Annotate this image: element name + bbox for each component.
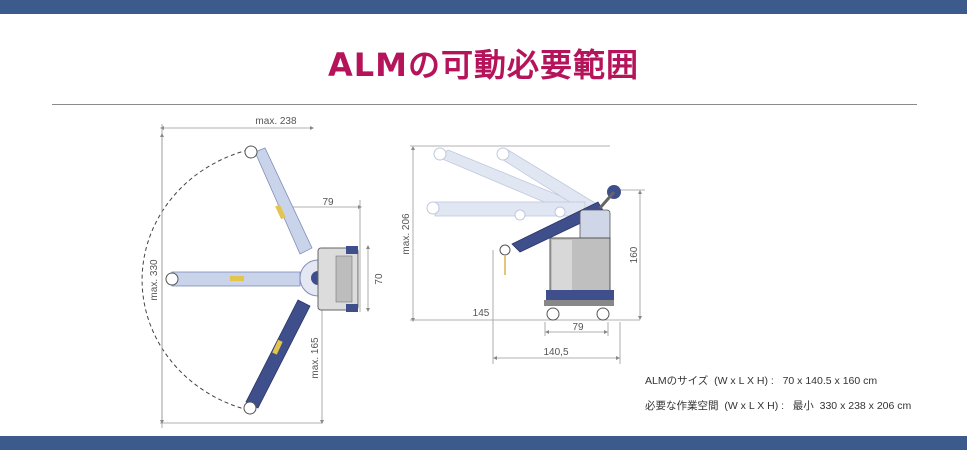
side-dim-cart-label: 160 xyxy=(629,246,640,263)
spec-space-row: 必要な作業空間 (W x L X H) : 最小 330 x 238 x 206… xyxy=(645,398,911,413)
arm-ghost-positions xyxy=(426,147,601,221)
dim-base-label: 70 xyxy=(374,273,385,285)
arm-upper xyxy=(244,145,313,255)
dim-width-label: max. 238 xyxy=(255,116,297,127)
spec-space-value: 最小 330 x 238 x 206 cm xyxy=(792,400,912,412)
spec-size-label: ALMのサイズ (W x L X H) : xyxy=(645,375,774,387)
side-view: max. 206 145 160 79 140,5 xyxy=(401,145,645,364)
side-dim-reach-label: 145 xyxy=(473,308,490,319)
spec-space-label: 必要な作業空間 (W x L X H) : xyxy=(645,400,785,412)
side-dim-wheelbase-label: 79 xyxy=(572,322,584,333)
page-title: ALMの可動必要範囲 xyxy=(327,46,639,84)
top-view: max. 238 79 max. 330 70 max. 165 xyxy=(141,116,385,428)
spec-size-value: 70 x 140.5 x 160 cm xyxy=(782,375,878,387)
arm-left xyxy=(165,271,301,287)
cart-body-side xyxy=(544,209,614,321)
side-dim-total-label: 140,5 xyxy=(543,347,568,358)
top-banner-bar xyxy=(0,0,967,14)
cart-base-top xyxy=(317,246,359,312)
bottom-banner-bar xyxy=(0,436,967,450)
title-divider xyxy=(52,104,917,105)
dim-height-label: max. 330 xyxy=(149,259,160,301)
side-dim-height-label: max. 206 xyxy=(401,213,412,255)
spec-size-row: ALMのサイズ (W x L X H) : 70 x 140.5 x 160 c… xyxy=(645,373,877,388)
arm-lower xyxy=(243,299,311,415)
dim-lower-label: max. 165 xyxy=(310,337,321,379)
dim-arm-offset-label: 79 xyxy=(322,197,334,208)
